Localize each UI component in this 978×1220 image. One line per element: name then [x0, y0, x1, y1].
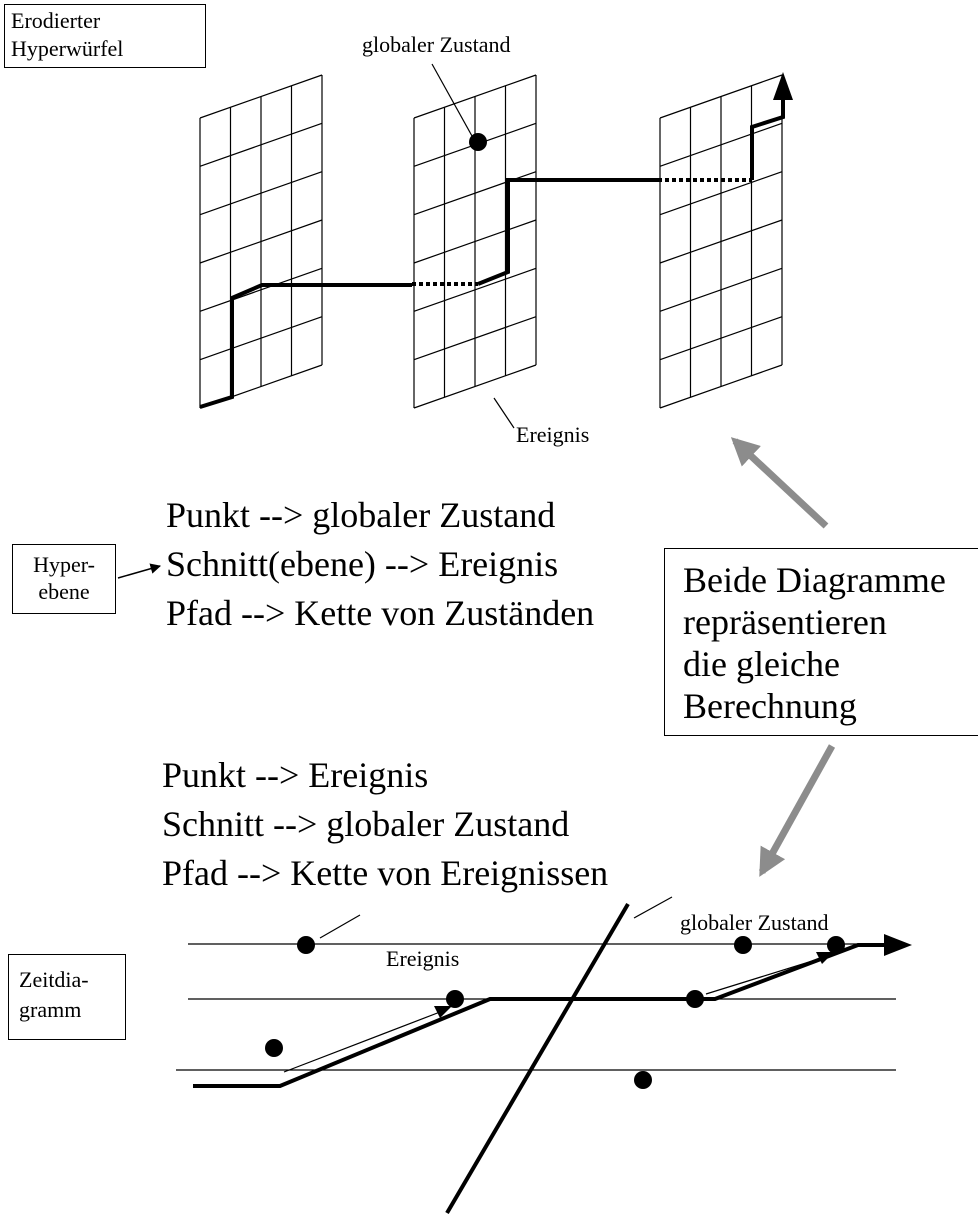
grid-line-horizontal: [659, 316, 783, 361]
event-point: [686, 990, 704, 1008]
event-leader-bottom: [319, 914, 361, 939]
event-point: [634, 1071, 652, 1089]
mapping-bottom-line-3: Pfad --> Kette von Ereignissen: [162, 853, 608, 893]
grid-line-horizontal: [659, 364, 783, 409]
event-chain-arrow-1: [283, 1011, 441, 1073]
event-point: [734, 936, 752, 954]
event-chain-arrow-2-head: [816, 952, 834, 964]
global-state-label-top: globaler Zustand: [362, 32, 510, 57]
mapping-top-line-3: Pfad --> Kette von Zuständen: [166, 593, 594, 633]
hyperplane-label-line-2: ebene: [38, 579, 90, 604]
hypercube-label-line-2: Hyperwürfel: [11, 36, 124, 61]
timeline-label-line-1: Zeitdia-: [19, 967, 89, 992]
grid-line-horizontal: [659, 267, 783, 312]
grid-line-horizontal: [413, 219, 537, 264]
event-leader-top: [493, 397, 515, 429]
hypercube-path-segment-left: [199, 283, 412, 409]
hypercube-grid-left: [199, 74, 323, 409]
global-state-leader-top: [431, 63, 473, 137]
grid-line-horizontal: [413, 74, 537, 119]
equivalence-label-line-1: Beide Diagramme: [683, 560, 946, 600]
transition-arrow-up: [730, 437, 829, 529]
hypercube-grid-right: [659, 74, 783, 409]
transition-arrow-down: [758, 744, 836, 877]
grid-line-horizontal: [413, 267, 537, 312]
event-point: [297, 936, 315, 954]
grid-line-horizontal: [659, 122, 783, 167]
grid-line-horizontal: [659, 74, 783, 119]
equivalence-label-box: Beide Diagramme repräsentieren die gleic…: [664, 548, 978, 736]
hypercube-label-line-1: Erodierter: [11, 8, 101, 33]
grid-line-horizontal: [199, 219, 323, 264]
event-point: [265, 1039, 283, 1057]
hypercube-path-arrowhead: [773, 72, 793, 100]
mapping-top-line-1: Punkt --> globaler Zustand: [166, 495, 555, 535]
mapping-top-line-2: Schnitt(ebene) --> Ereignis: [166, 544, 558, 584]
global-state-point-top: [469, 133, 487, 151]
grid-line-horizontal: [199, 122, 323, 167]
grid-line-horizontal: [659, 171, 783, 216]
grid-line-horizontal: [199, 267, 323, 312]
grid-line-horizontal: [413, 316, 537, 361]
mapping-bottom-line-2: Schnitt --> globaler Zustand: [162, 804, 569, 844]
global-state-label-bottom: globaler Zustand: [680, 910, 828, 935]
grid-line-horizontal: [659, 219, 783, 264]
event-label-bottom: Ereignis: [386, 946, 459, 971]
equivalence-label-line-3: die gleiche: [683, 644, 840, 684]
grid-line-horizontal: [199, 74, 323, 119]
grid-line-horizontal: [199, 316, 323, 361]
timeline-label-box: Zeitdia- gramm: [8, 954, 126, 1040]
event-chain-arrow-2: [705, 957, 823, 995]
equivalence-label-line-2: repräsentieren: [683, 602, 887, 642]
hypercube-label-box: Erodierter Hyperwürfel: [4, 4, 206, 68]
grid-line-horizontal: [413, 364, 537, 409]
equivalence-label-line-4: Berechnung: [683, 686, 857, 726]
timeline-thick-path-arrowhead: [884, 934, 912, 956]
global-state-cut-line: [445, 902, 630, 1215]
global-state-leader-bottom: [633, 896, 673, 919]
event-point: [446, 990, 464, 1008]
hypercube-grid-middle: [413, 74, 537, 409]
timeline-label-line-2: gramm: [19, 997, 82, 1022]
hyperplane-label-line-1: Hyper-: [33, 552, 95, 577]
hypercube-path-segment-right: [750, 98, 785, 180]
hypercube-path-segment-middle: [477, 178, 658, 286]
mapping-bottom-line-1: Punkt --> Ereignis: [162, 755, 428, 795]
hyperplane-label-box: Hyper- ebene: [12, 544, 116, 614]
timeline-thick-path: [193, 943, 895, 1088]
hyperplane-pointer: [117, 563, 162, 579]
event-label-top: Ereignis: [516, 422, 589, 447]
grid-line-horizontal: [199, 171, 323, 216]
event-chain-arrow-1-head: [434, 1006, 452, 1018]
event-point: [827, 936, 845, 954]
